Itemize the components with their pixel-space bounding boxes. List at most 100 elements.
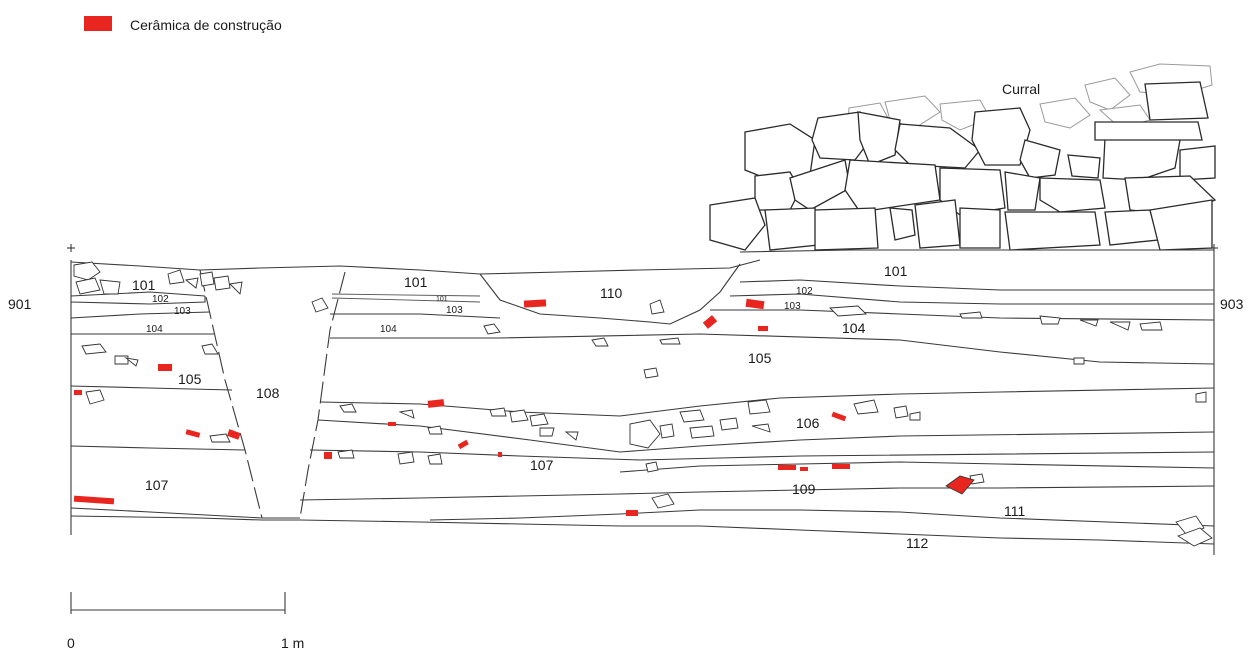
wall-stone: [789, 159, 851, 211]
legend-ceramic-swatch: [84, 16, 112, 31]
unit-label-101-small: 101: [436, 296, 448, 303]
layer-boundary-105-mid: [330, 333, 1215, 365]
unit-label-110: 110: [600, 285, 623, 301]
pebble: [483, 323, 501, 335]
pebble: [643, 367, 659, 379]
ceramic-fragment: [832, 464, 850, 469]
pebble: [909, 411, 921, 421]
pebble: [311, 297, 329, 313]
layer-boundary-104-mid: [330, 313, 501, 319]
pebble: [689, 425, 715, 439]
unit-label-112: 112: [906, 535, 929, 551]
pebble: [564, 431, 579, 441]
wall-stone: [1067, 154, 1101, 179]
pebble: [1039, 315, 1061, 325]
pebble: [747, 399, 771, 415]
ceramic-fragment: [626, 510, 638, 516]
unit-label-104: 104: [146, 324, 163, 335]
pebble: [124, 357, 139, 367]
ceramic-fragment: [745, 298, 765, 310]
unit-label-102: 102: [152, 294, 169, 305]
unit-label-103: 103: [174, 306, 191, 317]
layer-boundary-102-right: [739, 279, 1214, 291]
layer-boundary-107-mid: [309, 449, 1215, 461]
layer-boundary-103-left: [70, 296, 206, 305]
cut-110: [479, 263, 741, 325]
scale-label-end: 1 m: [281, 635, 304, 651]
unit-labels: 101 102 103 104 105 107 108 101 101 103 …: [132, 263, 1025, 551]
layer-boundary-102-mid: [331, 293, 481, 297]
pebble: [645, 461, 659, 473]
unit-label-105: 105: [748, 350, 772, 366]
ceramic-fragment: [523, 299, 547, 308]
unit-label-101: 101: [132, 277, 156, 293]
pebble: [398, 409, 415, 419]
unit-label-106: 106: [796, 415, 820, 431]
curral-wall: Curral: [709, 63, 1217, 251]
layer-boundaries: [70, 249, 1215, 545]
ground-surface-line-right: [739, 249, 1214, 253]
wall-stone: [1102, 137, 1181, 181]
ceramic-fragment: [702, 315, 718, 329]
unit-label-104: 104: [842, 320, 866, 336]
legend-label: Cerâmica de construção: [130, 17, 282, 33]
pebble: [1195, 391, 1207, 403]
wall-stone: [1179, 145, 1216, 181]
pebble: [339, 403, 357, 413]
ceramic-fragment: [800, 467, 808, 471]
pebble: [828, 305, 868, 317]
pebble: [509, 409, 529, 423]
layer-boundary-112-base: [70, 515, 1215, 545]
wall-stone: [894, 123, 981, 169]
wall-stone: [1039, 97, 1091, 129]
pebble: [81, 343, 107, 355]
pebble: [75, 277, 101, 295]
ceramic-fragment: [831, 411, 847, 422]
layer-boundary-base-left: [70, 507, 263, 519]
layer-boundary-109-top: [619, 461, 1215, 473]
layer-boundary-104-left: [70, 311, 211, 319]
pebble: [85, 389, 105, 405]
wall-stone: [1149, 199, 1213, 251]
pebble: [659, 337, 681, 345]
layer-boundary-106-left: [70, 385, 233, 391]
ceramic-fragment: [778, 465, 796, 470]
pebble: [427, 453, 443, 465]
pebble: [539, 427, 555, 437]
unit-label-101: 101: [404, 274, 428, 290]
pebble: [651, 493, 675, 509]
unit-label-109: 109: [792, 481, 816, 497]
pebble: [893, 405, 909, 419]
ceramic-fragment: [158, 364, 172, 371]
wall-stone: [1019, 139, 1061, 179]
layer-boundary-104-right: [710, 309, 1215, 321]
unit-label-105: 105: [178, 371, 202, 387]
section-end-markers: 901 903: [8, 244, 1244, 555]
curral-label: Curral: [1002, 81, 1040, 97]
wall-stone: [1004, 171, 1041, 211]
pebble: [337, 449, 355, 459]
pebble: [199, 271, 215, 287]
pebble: [629, 419, 661, 449]
wall-stone: [1039, 177, 1106, 213]
pebble: [114, 355, 129, 365]
pebble: [73, 261, 101, 281]
unit-label-111: 111: [1004, 503, 1025, 519]
ceramic-fragment: [945, 475, 975, 495]
wall-stone: [889, 207, 916, 241]
wall-stone: [1104, 209, 1159, 246]
cut-108-left-edge: [199, 269, 263, 519]
pebble: [201, 343, 219, 355]
wall-stone: [914, 199, 961, 249]
pebble: [1139, 321, 1163, 331]
pebble: [649, 299, 665, 315]
layer-boundary-107-left: [70, 445, 246, 451]
pebble: [397, 451, 415, 465]
wall-stone: [1144, 81, 1209, 121]
pebble: [1073, 357, 1085, 365]
wall-stone: [844, 159, 941, 213]
wall-stone: [709, 197, 766, 251]
wall-stone: [1084, 77, 1131, 111]
ceramic-fragment: [758, 326, 768, 331]
pebble: [659, 423, 675, 439]
